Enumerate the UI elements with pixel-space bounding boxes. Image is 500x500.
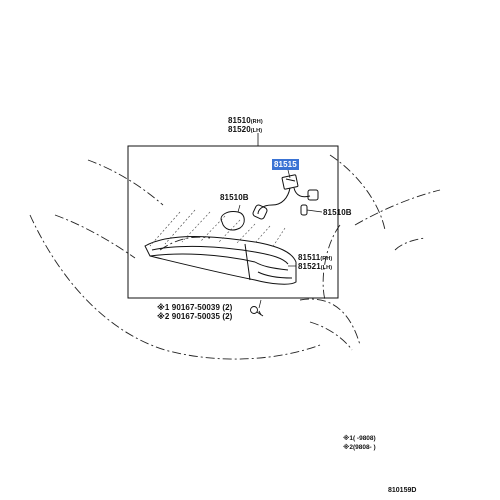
label-lens-lh: 81521(LH) (298, 262, 333, 271)
label-socket-highlighted[interactable]: 81515 (272, 159, 299, 170)
reflector-hatch (149, 209, 286, 249)
bulb-right (300, 204, 308, 216)
label-assy-lh: 81520(LH) (228, 125, 263, 134)
bulb-left (220, 211, 245, 231)
note-2: ※2(9808- ) (343, 444, 376, 451)
diagram-code: 810159D (388, 487, 417, 494)
label-screw-1: ※1 90167-50039 (2) (157, 303, 233, 312)
label-bulb-left: 81510B (220, 193, 249, 202)
socket-and-wire (252, 174, 319, 220)
label-assy-rh: 81510(RH) (228, 116, 263, 125)
label-screw-2: ※2 90167-50035 (2) (157, 312, 233, 321)
screw-icon (250, 306, 264, 317)
label-lens-rh: 81511(RH) (298, 253, 333, 262)
leader-lines (237, 169, 323, 309)
assembly-frame (127, 145, 339, 299)
label-bulb-right: 81510B (323, 208, 352, 217)
car-body-outline (29, 154, 441, 360)
note-1: ※1( -9808) (343, 435, 376, 442)
lens-housing (144, 236, 297, 285)
